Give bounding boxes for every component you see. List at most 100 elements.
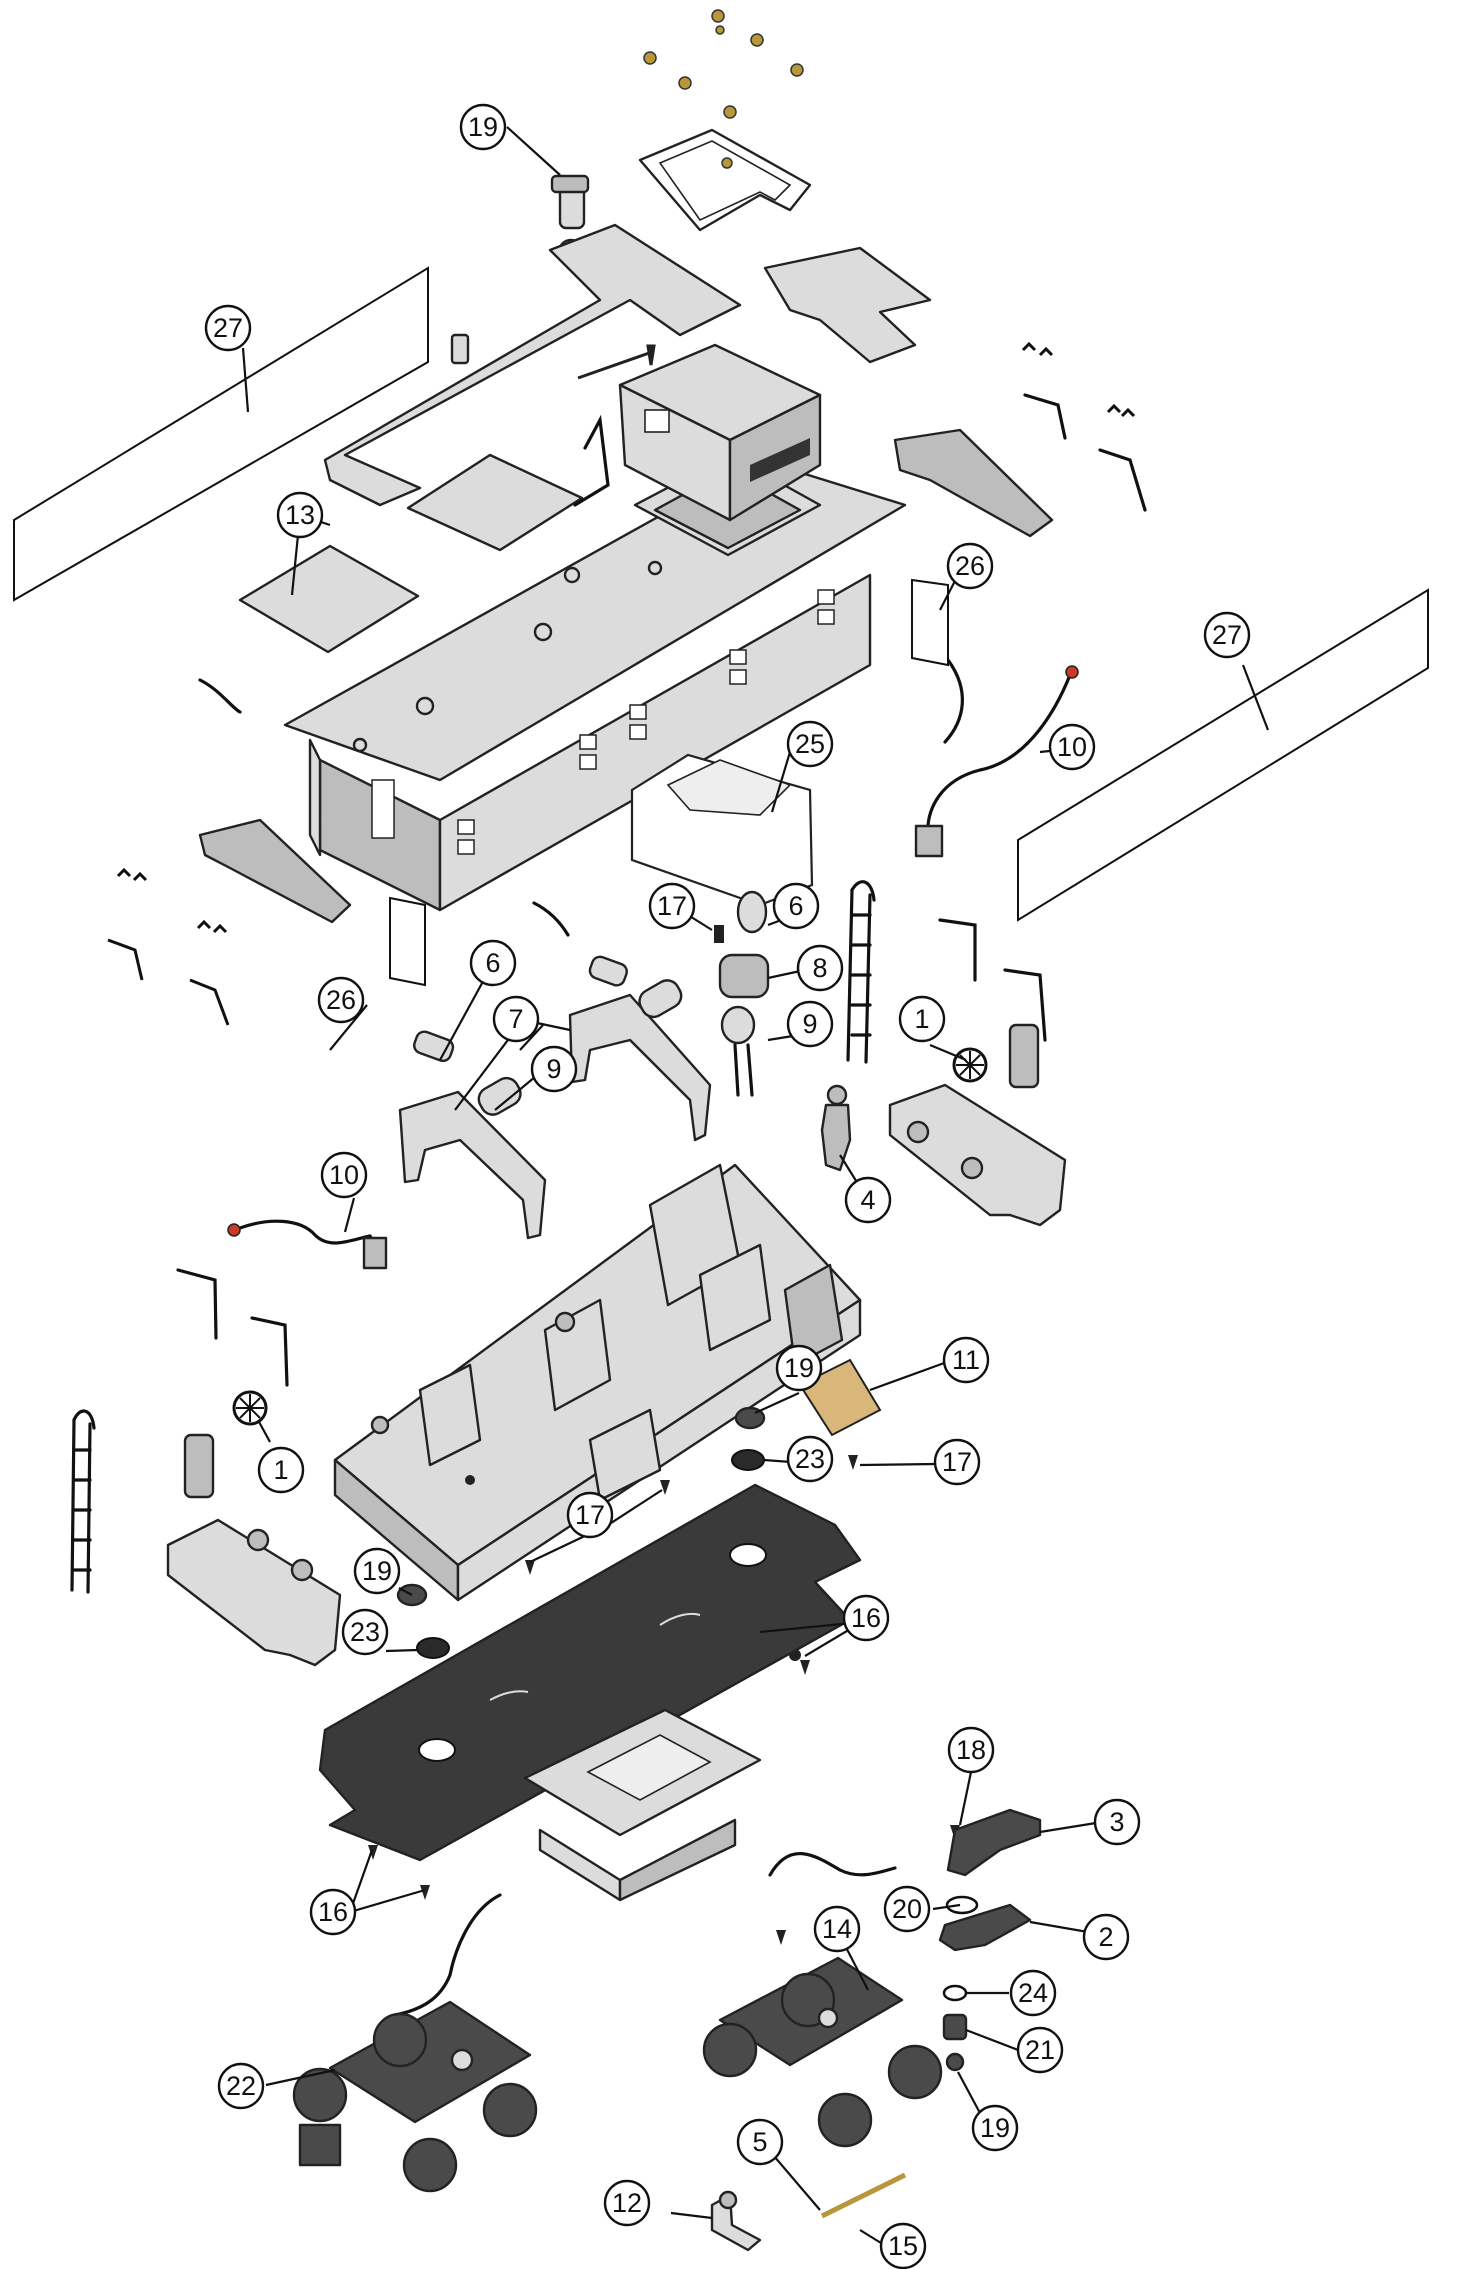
svg-text:1: 1 bbox=[273, 1455, 288, 1485]
callout-17-mid: 17 bbox=[566, 1491, 614, 1539]
callout-25: 25 bbox=[786, 720, 834, 768]
end-platform-left bbox=[198, 818, 352, 924]
screw-19-bottom bbox=[945, 2052, 965, 2072]
cupola-roof-walk-inner bbox=[658, 140, 792, 222]
svg-text:25: 25 bbox=[795, 729, 825, 759]
callout-23-left: 23 bbox=[341, 1608, 389, 1656]
underframe-box bbox=[523, 1708, 762, 1902]
callout-26-left: 26 bbox=[317, 976, 365, 1024]
callout-27-left: 27 bbox=[204, 304, 252, 352]
svg-text:11: 11 bbox=[952, 1345, 980, 1375]
svg-text:13: 13 bbox=[285, 500, 315, 530]
svg-text:10: 10 bbox=[329, 1160, 359, 1190]
callout-22: 22 bbox=[217, 2062, 265, 2110]
callout-16-left: 16 bbox=[309, 1888, 357, 1936]
decal-sheet-left bbox=[13, 266, 429, 602]
brake-wheel-right bbox=[952, 1047, 988, 1083]
callout-10-left: 10 bbox=[320, 1151, 368, 1199]
truck-bolster-right bbox=[888, 1083, 1067, 1227]
callout-19-mid: 19 bbox=[775, 1344, 823, 1392]
truck-left bbox=[292, 2000, 538, 2193]
svg-text:10: 10 bbox=[1057, 732, 1087, 762]
callout-4: 4 bbox=[844, 1176, 892, 1224]
spring-21 bbox=[942, 2013, 968, 2041]
svg-text:26: 26 bbox=[326, 985, 356, 1015]
svg-text:4: 4 bbox=[860, 1185, 875, 1215]
coupler-arm-3 bbox=[946, 1808, 1042, 1877]
uncoupling-rods-right bbox=[938, 918, 1047, 1042]
svg-text:21: 21 bbox=[1025, 2035, 1055, 2065]
washer-24 bbox=[942, 1984, 968, 2002]
window-glazing-right bbox=[911, 578, 949, 667]
svg-text:7: 7 bbox=[508, 1004, 523, 1034]
svg-text:17: 17 bbox=[942, 1447, 972, 1477]
svg-text:27: 27 bbox=[213, 313, 243, 343]
callout-13: 13 bbox=[276, 491, 324, 539]
svg-text:19: 19 bbox=[362, 1556, 392, 1586]
callout-9-right: 9 bbox=[786, 1000, 834, 1048]
roofwalk-long bbox=[323, 223, 742, 507]
roof-panel-upper bbox=[406, 453, 584, 552]
callout-15: 15 bbox=[879, 2222, 927, 2269]
washer-23-left bbox=[416, 1637, 450, 1659]
wire-harness-left bbox=[238, 1219, 380, 1250]
callout-6-right: 6 bbox=[772, 882, 820, 930]
svg-text:22: 22 bbox=[226, 2071, 256, 2101]
callout-5: 5 bbox=[736, 2118, 784, 2166]
callout-19-left: 19 bbox=[353, 1547, 401, 1595]
svg-text:6: 6 bbox=[485, 948, 500, 978]
svg-text:17: 17 bbox=[575, 1500, 605, 1530]
callout-11: 11 bbox=[942, 1336, 990, 1384]
svg-text:20: 20 bbox=[892, 1894, 922, 1924]
callout-10-right: 10 bbox=[1048, 723, 1096, 771]
uncoupling-rods-left bbox=[176, 1268, 289, 1387]
callout-3: 3 bbox=[1093, 1798, 1141, 1846]
svg-text:16: 16 bbox=[318, 1897, 348, 1927]
svg-text:19: 19 bbox=[784, 1353, 814, 1383]
svg-text:18: 18 bbox=[956, 1735, 986, 1765]
svg-text:9: 9 bbox=[802, 1009, 817, 1039]
conductor-figure bbox=[820, 1084, 852, 1172]
callout-17-right: 17 bbox=[933, 1438, 981, 1486]
roofwalk-end bbox=[763, 246, 932, 364]
coupler-box-left bbox=[183, 1433, 215, 1499]
window-glazing-left bbox=[389, 896, 426, 987]
svg-text:24: 24 bbox=[1018, 1978, 1048, 2008]
brake-wheel-left bbox=[232, 1390, 268, 1426]
callout-8: 8 bbox=[796, 944, 844, 992]
svg-text:19: 19 bbox=[468, 112, 498, 142]
callout-16-right: 16 bbox=[842, 1594, 890, 1642]
marker-light-bracket-upper bbox=[568, 979, 712, 1142]
callout-1-right: 1 bbox=[898, 995, 946, 1043]
svg-text:23: 23 bbox=[795, 1444, 825, 1474]
interior-frame bbox=[333, 1163, 862, 1602]
svg-text:3: 3 bbox=[1109, 1807, 1124, 1837]
callout-21: 21 bbox=[1016, 2026, 1064, 2074]
callout-6-left: 6 bbox=[469, 939, 517, 987]
svg-text:15: 15 bbox=[888, 2231, 918, 2261]
axle-rod-5 bbox=[820, 2172, 907, 2219]
callout-9-left: 9 bbox=[530, 1045, 578, 1093]
roof-screw-black bbox=[577, 344, 656, 380]
svg-text:16: 16 bbox=[851, 1603, 881, 1633]
callout-20: 20 bbox=[883, 1885, 931, 1933]
truck-right bbox=[702, 1956, 943, 2148]
lamp-socket-center bbox=[714, 890, 770, 1097]
callout-23-right: 23 bbox=[786, 1435, 834, 1483]
spring-ring-20 bbox=[945, 1895, 979, 1915]
svg-text:6: 6 bbox=[788, 891, 803, 921]
ladder-left bbox=[70, 1409, 96, 1594]
cupola-roof-walk bbox=[638, 128, 812, 232]
svg-text:17: 17 bbox=[657, 891, 687, 921]
callout-24: 24 bbox=[1009, 1969, 1057, 2017]
svg-text:2: 2 bbox=[1098, 1922, 1113, 1952]
cupola bbox=[618, 343, 822, 522]
svg-text:27: 27 bbox=[1212, 620, 1242, 650]
callout-19-top: 19 bbox=[459, 103, 507, 151]
decal-sheet-right bbox=[1017, 588, 1429, 922]
roof-panel-lower bbox=[238, 544, 420, 654]
callout-27-right: 27 bbox=[1203, 611, 1251, 659]
callout-26-right: 26 bbox=[946, 542, 994, 590]
svg-text:12: 12 bbox=[612, 2188, 642, 2218]
